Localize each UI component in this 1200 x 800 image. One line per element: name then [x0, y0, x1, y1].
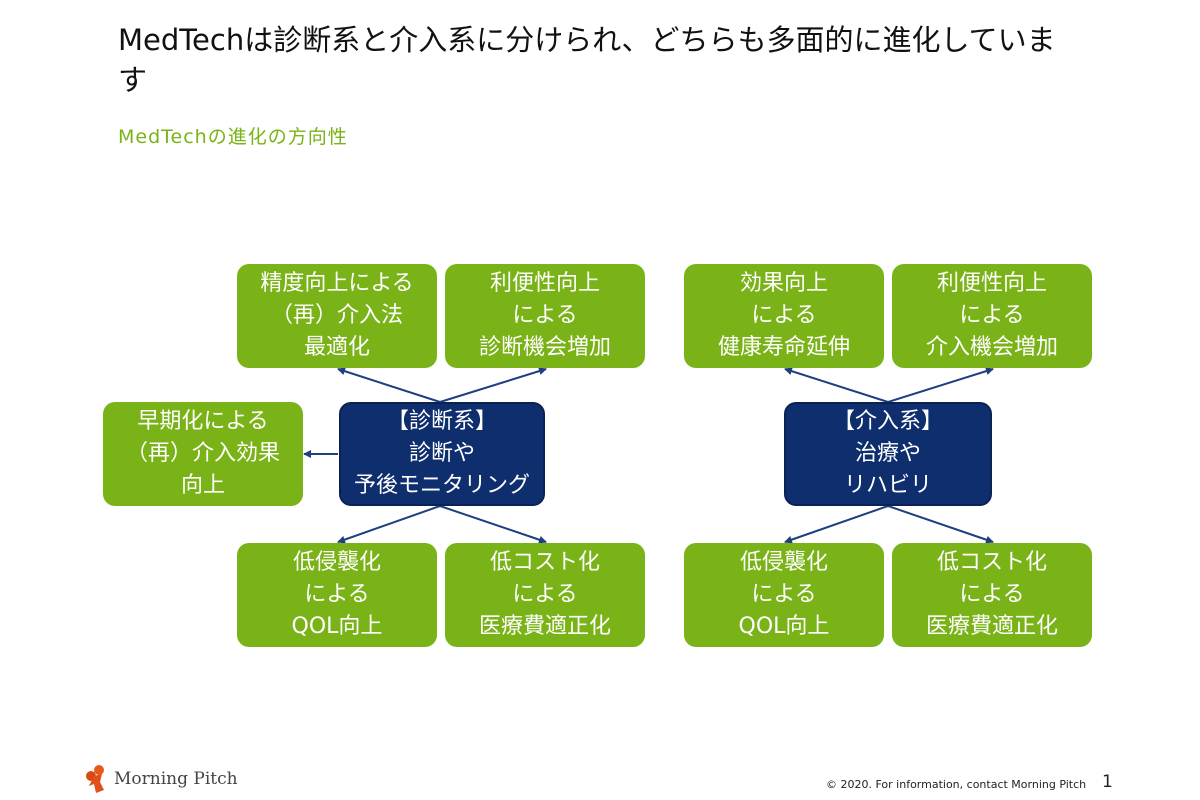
arrow-int-top-right: [887, 367, 994, 403]
int-low-invasive-box: 低侵襲化 による QOL向上: [684, 543, 884, 647]
arrow-diag-bottom-right: [439, 505, 547, 544]
logo-text: Morning Pitch: [114, 769, 238, 789]
diag-low-invasive-box: 低侵襲化 による QOL向上: [237, 543, 437, 647]
arrow-diag-top-left: [337, 367, 441, 403]
arrow-int-top-left: [784, 367, 889, 403]
int-low-cost-box: 低コスト化 による 医療費適正化: [892, 543, 1092, 647]
logo-mark-icon: [86, 765, 104, 793]
arrow-diag-bottom-left: [337, 505, 441, 544]
int-effect-box: 効果向上 による 健康寿命延伸: [684, 264, 884, 368]
arrow-diag-top-right: [439, 367, 547, 403]
morning-pitch-logo: Morning Pitch: [84, 764, 238, 794]
copyright-text: © 2020. For information, contact Morning…: [826, 778, 1087, 791]
diag-early-box: 早期化による （再）介入効果 向上: [103, 402, 303, 506]
page-number: 1: [1102, 772, 1113, 792]
slide-subtitle: MedTechの進化の方向性: [118, 126, 348, 148]
int-center-box: 【介入系】 治療や リハビリ: [784, 402, 992, 506]
arrow-int-bottom-right: [887, 505, 994, 544]
slide-title: MedTechは診断系と介入系に分けられ、どちらも多面的に進化しています: [118, 23, 1056, 97]
diag-convenience-box: 利便性向上 による 診断機会増加: [445, 264, 645, 368]
diag-precision-box: 精度向上による （再）介入法 最適化: [237, 264, 437, 368]
arrow-int-bottom-left: [784, 505, 889, 544]
diag-center-box: 【診断系】 診断や 予後モニタリング: [339, 402, 545, 506]
int-convenience-box: 利便性向上 による 介入機会増加: [892, 264, 1092, 368]
diag-low-cost-box: 低コスト化 による 医療費適正化: [445, 543, 645, 647]
